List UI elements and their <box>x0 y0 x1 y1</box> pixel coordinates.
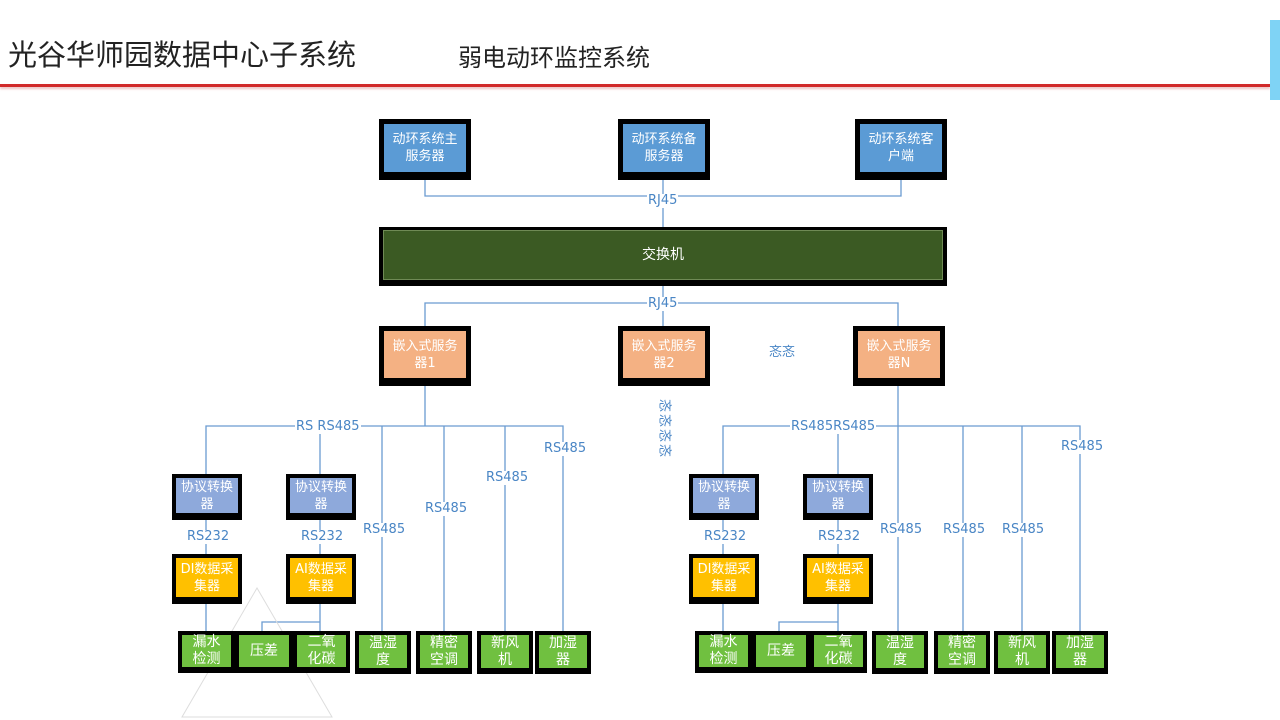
right-protocol-converter-2: 协议转换器 <box>803 474 873 520</box>
backup-server: 动环系统备服务器 <box>618 119 710 180</box>
right-di-collector: DI数据采集器 <box>689 554 759 604</box>
left-ai-collector: AI数据采集器 <box>286 554 356 604</box>
left-sensor-fresh-air: 新风机 <box>477 631 533 674</box>
ellipsis-horizontal: 忞忞 <box>769 345 796 360</box>
right-sensor-pressure-diff: 压差 <box>752 631 810 673</box>
right-sensor-humidifier: 加湿器 <box>1052 631 1108 674</box>
rj45-label-top: RJ45 <box>647 193 679 208</box>
right-sensor-water-leak: 漏水检测 <box>695 631 752 673</box>
right-rs232-label: RS232 <box>703 529 748 544</box>
left-protocol-converter-2: 协议转换器 <box>286 474 356 520</box>
page-title: 光谷华师园数据中心子系统 <box>8 38 357 72</box>
right-sensor-fresh-air: 新风机 <box>994 631 1050 674</box>
right-protocol-converter-1: 协议转换器 <box>689 474 759 520</box>
ellipsis-vertical: 忞 忞 忞 忞 <box>656 398 672 457</box>
accent-bar <box>1270 20 1280 100</box>
right-rs232-label: RS232 <box>817 529 862 544</box>
right-rs485-label: RS485 <box>1060 439 1105 454</box>
header-divider <box>0 84 1270 87</box>
right-rs485-label: RS485 <box>879 522 924 537</box>
left-sensor-precision-ac: 精密空调 <box>416 631 472 674</box>
embedded-server-n: 嵌入式服务器N <box>853 326 945 386</box>
left-rs232-label: RS232 <box>186 529 231 544</box>
right-rs485-label: RS485 <box>1001 522 1046 537</box>
left-di-collector: DI数据采集器 <box>172 554 242 604</box>
right-sensor-precision-ac: 精密空调 <box>934 631 990 674</box>
left-sensor-temp-humidity: 温湿度 <box>355 631 411 674</box>
right-bus-label: RS485RS485 <box>790 419 877 434</box>
network-switch: 交换机 <box>379 227 947 286</box>
wire-right-bus <box>722 425 1081 633</box>
right-sensor-co2: 二氧化碳 <box>810 631 867 673</box>
right-rs485-label: RS485 <box>942 522 987 537</box>
client-server: 动环系统客户端 <box>855 119 947 180</box>
page-subtitle: 弱电动环监控系统 <box>458 44 650 72</box>
left-rs485-label: RS485 <box>543 441 588 456</box>
main-server: 动环系统主服务器 <box>379 119 471 180</box>
left-sensor-co2: 二氧化碳 <box>293 631 350 673</box>
left-sensor-water-leak: 漏水检测 <box>178 631 235 673</box>
right-ai-collector: AI数据采集器 <box>803 554 873 604</box>
left-sensor-pressure-diff: 压差 <box>235 631 293 673</box>
right-sensor-temp-humidity: 温湿度 <box>872 631 928 674</box>
left-bus-label: RS RS485 <box>295 419 361 434</box>
left-rs485-label: RS485 <box>362 522 407 537</box>
left-rs232-label: RS232 <box>300 529 345 544</box>
wire-left-bus <box>205 425 564 633</box>
embedded-server-2: 嵌入式服务器2 <box>618 326 710 386</box>
left-protocol-converter-1: 协议转换器 <box>172 474 242 520</box>
left-rs485-label: RS485 <box>424 501 469 516</box>
rj45-label-bottom: RJ45 <box>647 296 679 311</box>
embedded-server-1: 嵌入式服务器1 <box>379 326 471 386</box>
left-rs485-label: RS485 <box>485 470 530 485</box>
left-sensor-humidifier: 加湿器 <box>535 631 591 674</box>
